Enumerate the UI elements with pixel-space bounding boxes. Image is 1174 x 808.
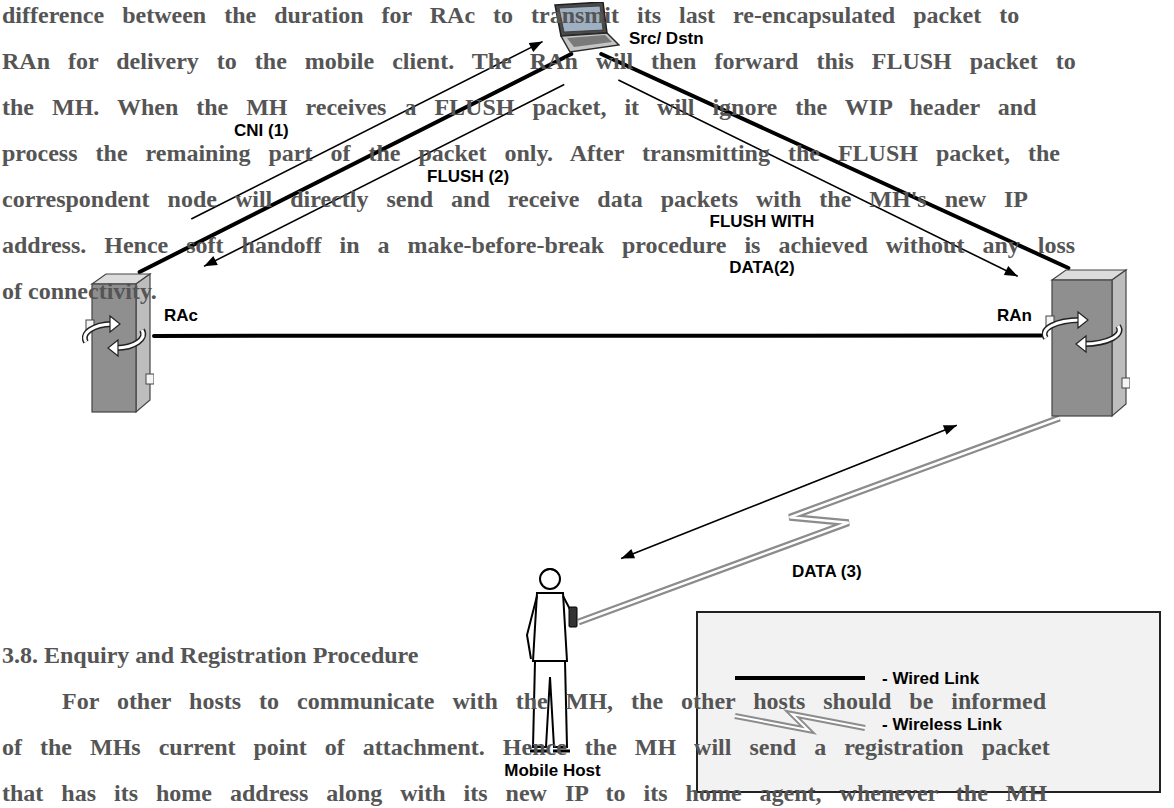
router-side bbox=[1112, 270, 1126, 416]
node-label: RAc bbox=[162, 306, 200, 325]
message-label: CNI (1) bbox=[232, 121, 291, 140]
wireless-bolt bbox=[579, 418, 1060, 622]
wireless-sample-bolt bbox=[735, 714, 865, 730]
message-label: DATA (3) bbox=[790, 562, 864, 581]
arrowhead bbox=[1004, 266, 1018, 276]
body-text-line: of connectivity. bbox=[2, 278, 157, 304]
router-arrowhead bbox=[108, 340, 118, 356]
router-box: RAn bbox=[1042, 268, 1130, 418]
person-hair bbox=[541, 568, 559, 575]
node-label: Mobile Host bbox=[502, 761, 602, 780]
router-arrow-outline bbox=[85, 324, 112, 342]
arrowhead bbox=[621, 549, 635, 558]
person-head bbox=[540, 569, 560, 589]
body-text-line: RAn for delivery to the mobile client. T… bbox=[2, 48, 1076, 74]
router-icon bbox=[1042, 268, 1130, 418]
legend-label: - Wireless Link bbox=[880, 715, 1004, 734]
router-arrow bbox=[1044, 320, 1080, 338]
wireless-sample-bolt-core bbox=[735, 714, 865, 730]
wired-sample-line bbox=[735, 676, 865, 680]
mobile-phone bbox=[569, 607, 577, 627]
person-icon bbox=[520, 565, 585, 755]
router-port bbox=[146, 374, 154, 384]
person-arm bbox=[527, 596, 537, 659]
body-text-line: For other hosts to communicate with the … bbox=[62, 688, 1046, 714]
body-text-line: 3.8. Enquiry and Registration Procedure bbox=[2, 642, 418, 668]
arrow-line bbox=[621, 425, 957, 558]
router-arrow-outline bbox=[1084, 326, 1120, 344]
node-label: RAn bbox=[995, 306, 1034, 325]
body-text-line: process the remaining part of the packet… bbox=[2, 140, 1060, 166]
body-text-line: the MH. When the MH receives a FLUSH pac… bbox=[2, 94, 1036, 120]
wired-line bbox=[154, 334, 1042, 338]
router-arrow bbox=[1084, 326, 1120, 344]
body-text-line: correspondent node will directly send an… bbox=[2, 186, 1028, 212]
mobile-host-figure: Mobile Host bbox=[520, 565, 585, 755]
router-arrow bbox=[116, 330, 143, 348]
wireless-link bbox=[579, 418, 1060, 622]
node-label: Src/ Dstn bbox=[627, 29, 706, 48]
router-arrowhead bbox=[1078, 312, 1088, 328]
arrowhead bbox=[943, 425, 957, 434]
router-arrow-outline bbox=[1044, 320, 1080, 338]
router-arrow-outline bbox=[116, 330, 143, 348]
body-text-line: that has its home address along with its… bbox=[2, 780, 1047, 806]
message-arrow bbox=[621, 425, 957, 558]
laptop-keyboard bbox=[567, 35, 612, 47]
legend-label: - Wired Link bbox=[880, 669, 981, 688]
body-text-line: address. Hence soft handoff in a make-be… bbox=[2, 232, 1075, 258]
message-label: FLUSH (2) bbox=[425, 167, 511, 186]
router-arrow bbox=[85, 324, 112, 342]
wired-link bbox=[154, 335, 1042, 336]
body-text-line: difference between the duration for RAc … bbox=[2, 2, 1019, 28]
message-label: FLUSH WITH DATA(2) bbox=[695, 199, 829, 291]
wireless-bolt-core bbox=[579, 418, 1060, 622]
router-front bbox=[1052, 280, 1112, 416]
person-torso bbox=[533, 593, 567, 661]
router-arrowhead bbox=[1076, 336, 1086, 352]
body-text-line: of the MHs current point of attachment. … bbox=[2, 734, 1050, 760]
router-arrowhead bbox=[110, 316, 120, 332]
router-port bbox=[1122, 378, 1130, 388]
